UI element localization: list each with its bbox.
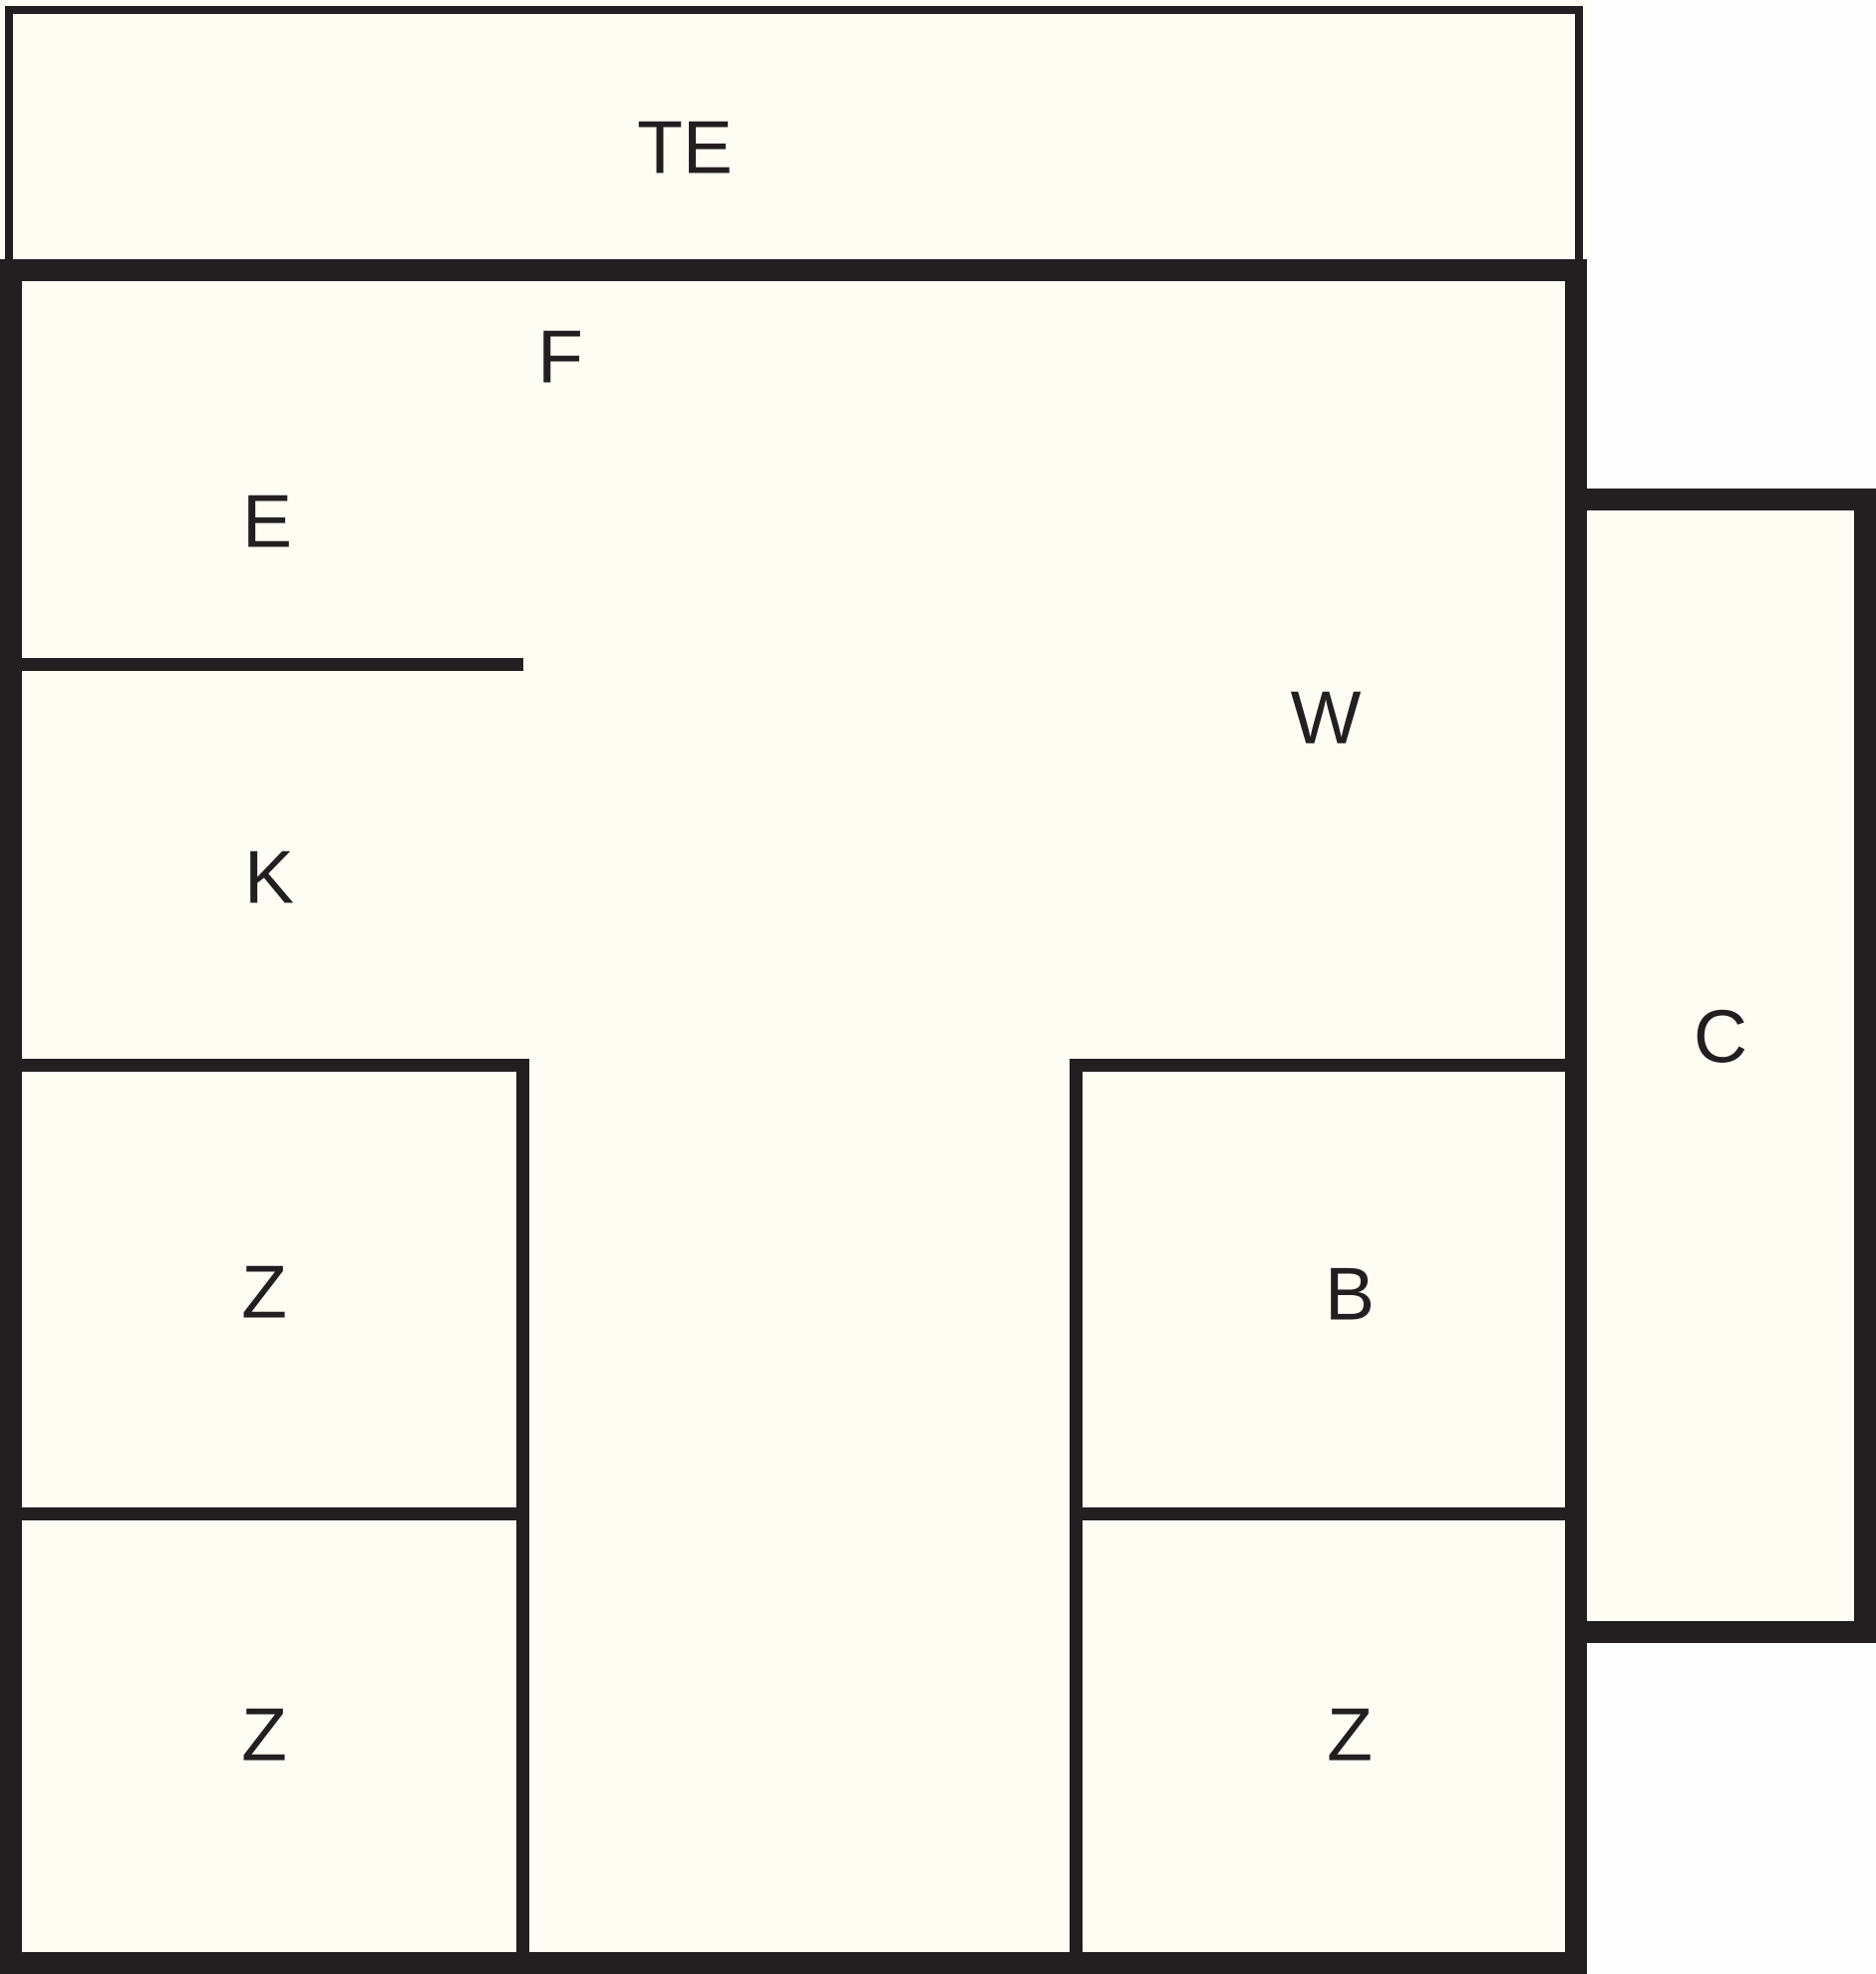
te-annex-border-right xyxy=(1575,6,1583,261)
c-wall-bottom xyxy=(1565,1621,1876,1643)
main-wall-bottom xyxy=(0,1952,1587,1974)
room-label-z-upper-left: Z xyxy=(241,1249,287,1334)
left-block-divider xyxy=(22,1507,529,1520)
room-label-e: E xyxy=(241,479,293,563)
room-label-w: W xyxy=(1290,675,1362,760)
right-block-wall-top xyxy=(1070,1059,1565,1072)
left-block-wall-top xyxy=(22,1059,529,1072)
right-block-divider xyxy=(1070,1507,1565,1520)
room-label-c: C xyxy=(1693,994,1748,1079)
room-label-te: TE xyxy=(637,105,733,189)
main-wall-left xyxy=(0,259,22,1974)
main-wall-top xyxy=(0,259,1587,281)
c-wall-top xyxy=(1565,489,1876,510)
room-label-z-lower-right: Z xyxy=(1327,1692,1373,1777)
te-annex-border-top xyxy=(5,6,1583,14)
room-label-f: F xyxy=(537,314,583,399)
partition-e-k xyxy=(22,658,523,671)
room-label-k: K xyxy=(243,834,295,919)
room-label-b: B xyxy=(1324,1251,1376,1336)
exterior-top-right xyxy=(1587,0,1876,489)
exterior-bottom-right xyxy=(1587,1643,1876,1974)
te-annex-border-left xyxy=(5,6,13,261)
main-wall-right xyxy=(1565,259,1587,1974)
c-wall-right xyxy=(1854,489,1876,1643)
room-label-z-lower-left: Z xyxy=(241,1692,287,1777)
